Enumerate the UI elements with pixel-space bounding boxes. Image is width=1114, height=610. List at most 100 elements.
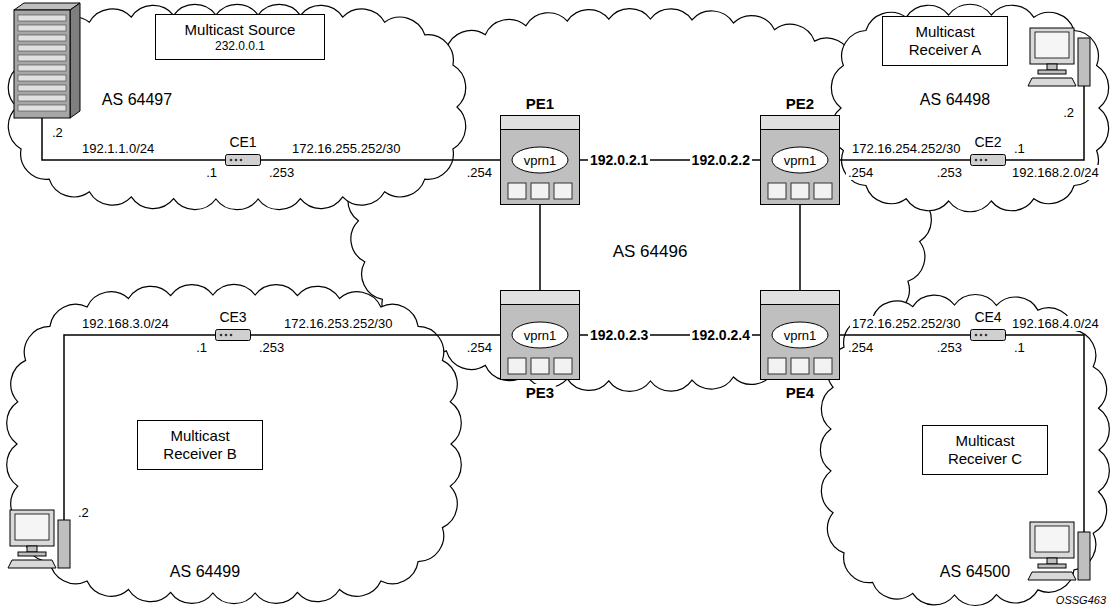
pc-screen: [1035, 526, 1069, 552]
ce-icon: [225, 152, 261, 168]
address-label: .253: [935, 165, 964, 180]
ce-device: CE2: [970, 152, 1006, 168]
chassis-card: [531, 183, 549, 199]
server-slot: [18, 105, 66, 111]
chassis-card: [791, 183, 809, 199]
server-slot: [18, 65, 66, 71]
pe-router: PE2vprn1: [760, 115, 840, 205]
chassis-card: [531, 358, 549, 374]
ce-led: [985, 334, 988, 337]
server-slot: [18, 45, 66, 51]
vprn-name: vprn1: [524, 153, 557, 168]
address-label: .253: [267, 165, 296, 180]
pc-keyboard: [8, 560, 56, 568]
server-slot: [18, 75, 66, 81]
ce-name: CE4: [972, 309, 1003, 325]
ce-body: [971, 330, 1006, 341]
ce-led: [980, 334, 983, 337]
link-line: [840, 334, 970, 336]
as-cloud: AS 64497Multicast Source232.0.0.1CE1: [4, 2, 470, 212]
ce-led: [230, 334, 233, 337]
vprn-name: vprn1: [784, 153, 817, 168]
pc-keyboard: [1028, 78, 1076, 86]
pc-tower: [58, 520, 70, 568]
ce-device: CE4: [970, 327, 1006, 343]
vprn-oval: [772, 147, 828, 173]
chassis-body: [501, 291, 580, 380]
cloud-outline: [831, 4, 1108, 211]
cloud-outline: [8, 4, 465, 209]
address-label: .2: [50, 125, 65, 140]
server-side: [70, 3, 80, 118]
chassis-card: [554, 358, 572, 374]
ce-led: [975, 334, 978, 337]
cloud-outline: [820, 294, 1109, 605]
vprn-oval: [512, 147, 568, 173]
server-slot: [18, 95, 66, 101]
chassis-card: [768, 358, 786, 374]
chassis-body: [501, 116, 580, 205]
vprn-name: vprn1: [784, 328, 817, 343]
pc-stand: [1047, 558, 1057, 564]
server-slot: [18, 15, 66, 21]
box-title: Multicast Receiver B: [150, 427, 250, 463]
chassis-top: [761, 291, 840, 305]
ce-led: [985, 159, 988, 162]
link-line: [799, 205, 801, 290]
address-label: 192.168.4.0/24: [1010, 316, 1101, 331]
chassis-card: [814, 183, 832, 199]
as-label: AS 64498: [917, 91, 993, 109]
pe-router: PE1vprn1: [500, 115, 580, 205]
ce-name: CE3: [217, 309, 248, 325]
system-address: 192.0.2.1: [588, 152, 650, 168]
address-label: .2: [76, 505, 91, 520]
pc-screen: [15, 514, 49, 540]
ce-led: [230, 159, 233, 162]
address-label: 192.168.2.0/24: [1010, 165, 1101, 180]
address-label: 172.16.254.252/30: [850, 141, 962, 156]
chassis-card: [508, 183, 526, 199]
address-label: .254: [846, 340, 875, 355]
ce-body: [216, 330, 251, 341]
chassis-body: [761, 116, 840, 205]
address-label: 192.168.3.0/24: [80, 316, 171, 331]
as-label: AS 64499: [167, 563, 243, 581]
ce-name: CE2: [972, 134, 1003, 150]
server-slot: [18, 55, 66, 61]
address-label: 172.16.255.252/30: [290, 141, 402, 156]
text-box: Multicast Receiver C: [922, 425, 1048, 475]
router-name: PE4: [784, 384, 816, 401]
pe-router: PE4vprn1: [760, 290, 840, 380]
pc-stand: [1047, 64, 1057, 70]
cloud-outline: [7, 284, 462, 603]
server-top: [14, 3, 80, 10]
pc-base: [1038, 564, 1066, 568]
link-line: [539, 205, 541, 290]
ce-icon: [970, 327, 1006, 343]
text-box: Multicast Receiver B: [137, 420, 263, 470]
chassis-card: [791, 358, 809, 374]
router-name: PE1: [524, 95, 556, 112]
box-subtitle: 232.0.0.1: [168, 39, 312, 53]
system-address: 192.0.2.3: [588, 327, 650, 343]
pc-base: [1038, 70, 1066, 74]
vprn-oval: [512, 322, 568, 348]
ce-device: CE1: [225, 152, 261, 168]
pc-monitor: [1030, 522, 1074, 558]
pc-base: [18, 552, 46, 556]
address-label: .1: [194, 340, 209, 355]
pc-stand: [27, 546, 37, 552]
chassis-card: [814, 358, 832, 374]
ce-led: [225, 334, 228, 337]
figure-id: OSSG463: [1054, 594, 1108, 607]
pc-tower: [1078, 38, 1090, 86]
address-label: .253: [935, 340, 964, 355]
address-label: .1: [1012, 340, 1027, 355]
chassis-top: [501, 116, 580, 130]
chassis-card: [768, 183, 786, 199]
server-slot: [18, 35, 66, 41]
link-line: [261, 159, 500, 161]
server-front: [14, 10, 70, 118]
pc-tower: [1078, 532, 1090, 580]
